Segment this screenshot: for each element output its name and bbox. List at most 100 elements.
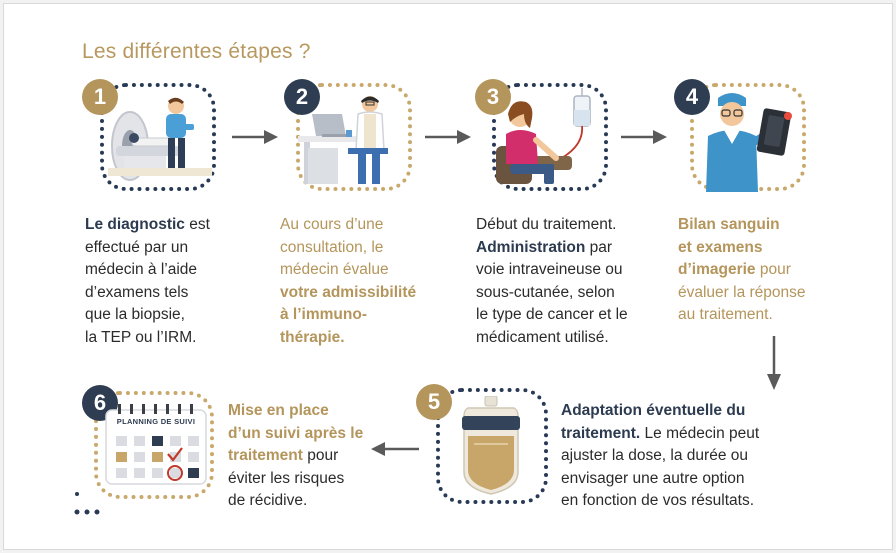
step-5-frame <box>436 388 548 504</box>
text-line: éviter les risques <box>228 468 363 491</box>
infusion-patient-icon <box>496 88 591 184</box>
text-segment: à l’immuno- <box>280 306 367 323</box>
arrow-down-icon <box>767 336 781 390</box>
text-segment: pour <box>755 261 791 278</box>
arrow-right-icon <box>232 130 278 144</box>
text-line: Bilan sanguin <box>678 214 806 237</box>
text-line: d’examens tels <box>85 282 210 305</box>
arrow-left-icon <box>371 442 419 456</box>
text-segment: au traitement. <box>678 306 773 323</box>
text-segment: ajuster la dose, la durée ou <box>561 447 748 464</box>
text-line: thérapie. <box>280 327 416 350</box>
page-title: Les différentes étapes ? <box>82 40 311 63</box>
text-segment: thérapie. <box>280 328 345 346</box>
text-segment: traitement <box>228 447 303 464</box>
step-5-badge: 5 <box>416 384 452 420</box>
infusion-bag-icon <box>462 396 520 495</box>
step-1-frame <box>100 83 216 191</box>
text-segment: Le diagnostic <box>85 216 185 233</box>
text-line: Début du traitement. <box>476 214 628 237</box>
step-6-badge: 6 <box>82 385 118 421</box>
text-segment: le type de cancer et le <box>476 306 628 323</box>
arrow-right-icon <box>621 130 667 144</box>
text-segment: éviter les risques <box>228 469 345 487</box>
text-line: la TEP ou l’IRM. <box>85 327 210 350</box>
calendar-title: PLANNING DE SUIVI <box>116 417 196 426</box>
text-line: Au cours d’une <box>280 214 416 237</box>
step-4-badge: 4 <box>674 79 710 115</box>
text-line: effectué par un <box>85 237 210 260</box>
text-line: traitement. Le médecin peut <box>561 423 759 446</box>
text-segment: par <box>585 238 613 256</box>
text-segment: Au cours d’une <box>280 216 384 233</box>
text-line: à l’immuno- <box>280 304 416 327</box>
text-segment: d’imagerie <box>678 261 756 278</box>
text-line: ajuster la dose, la durée ou <box>561 445 759 468</box>
text-segment: Bilan sanguin <box>678 216 780 233</box>
text-line: Le diagnostic est <box>85 214 210 237</box>
text-line: le type de cancer et le <box>476 304 628 327</box>
text-line: voie intraveineuse ou <box>476 259 628 282</box>
text-line: sous-cutanée, selon <box>476 282 628 305</box>
step-2-text: Au cours d’une consultation, le médecin év… <box>280 214 416 349</box>
step-2-badge: 2 <box>284 79 320 115</box>
doctor-consultation-icon <box>298 96 388 184</box>
text-line: de récidive. <box>228 490 363 513</box>
text-line: d’un suivi après le <box>228 423 363 446</box>
text-segment: traitement. <box>561 424 641 442</box>
text-line: Mise en place <box>228 400 363 423</box>
step-1-badge: 1 <box>82 79 118 115</box>
infographic-card: Les différentes étapes ? 1 Le diagnostic… <box>3 3 893 550</box>
text-segment: sous-cutanée, selon <box>476 283 615 301</box>
text-segment: consultation, le <box>280 238 384 256</box>
text-line: évaluer la réponse <box>678 282 806 305</box>
text-line: votre admissibilité <box>280 282 416 305</box>
step-3-frame <box>492 83 608 191</box>
text-line: au traitement. <box>678 304 806 327</box>
text-segment: Administration <box>476 238 586 256</box>
text-segment: en fonction de vos résultats. <box>561 492 755 509</box>
text-line: envisager une autre option <box>561 468 759 491</box>
text-segment: Adaptation éventuelle du <box>561 402 746 419</box>
arrow-right-icon <box>425 130 471 144</box>
text-segment: voie intraveineuse ou <box>476 261 623 278</box>
text-segment: envisager une autre option <box>561 469 745 487</box>
text-line: médicament utilisé. <box>476 327 628 350</box>
text-segment: d’un suivi après le <box>228 424 364 442</box>
text-line: Adaptation éventuelle du <box>561 400 759 423</box>
calendar-icon: PLANNING DE SUIVI <box>104 404 208 486</box>
text-line: médecin évalue <box>280 259 416 282</box>
step-5-text: Adaptation éventuelle du traitement. Le m… <box>561 400 759 513</box>
text-line: consultation, le <box>280 237 416 260</box>
doctor-xray-icon <box>706 93 792 192</box>
scanner-icon <box>108 97 212 181</box>
text-line: et examens <box>678 237 806 260</box>
step-3-badge: 3 <box>475 79 511 115</box>
text-line: traitement pour <box>228 445 363 468</box>
step-6-text: Mise en place d’un suivi après le traiteme… <box>228 400 363 513</box>
text-segment: effectué par un <box>85 238 189 256</box>
text-line: que la biopsie, <box>85 304 210 327</box>
text-line: médecin à l’aide <box>85 259 210 282</box>
text-segment: médecin évalue <box>280 261 389 278</box>
text-segment: Mise en place <box>228 402 329 419</box>
step-6-frame <box>94 391 214 499</box>
text-segment: d’examens tels <box>85 283 189 301</box>
text-segment: que la biopsie, <box>85 306 185 323</box>
text-segment: Début du traitement. <box>476 216 617 233</box>
text-segment: pour <box>302 447 339 464</box>
text-line: d’imagerie pour <box>678 259 806 282</box>
text-segment: votre admissibilité <box>280 283 417 301</box>
text-line: en fonction de vos résultats. <box>561 490 759 513</box>
text-segment: et examens <box>678 238 763 256</box>
decorative-dots <box>74 492 100 515</box>
text-segment: est <box>184 216 210 233</box>
text-line: Administration par <box>476 237 628 260</box>
text-segment: Le médecin peut <box>640 424 760 442</box>
text-segment: médicament utilisé. <box>476 328 609 346</box>
text-segment: évaluer la réponse <box>678 283 806 301</box>
text-segment: de récidive. <box>228 492 308 509</box>
